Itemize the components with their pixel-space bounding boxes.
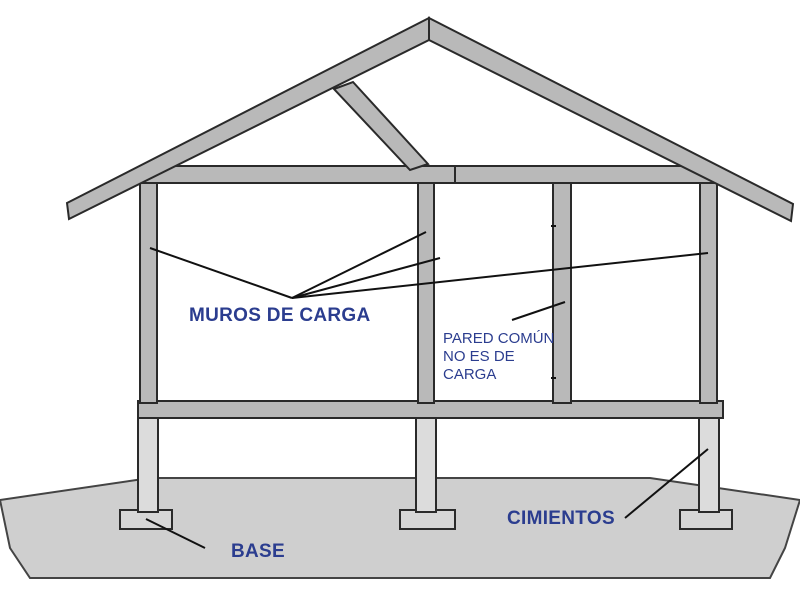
leader-to-right-post bbox=[624, 448, 709, 519]
pared-comun-line-1: PARED COMÚN bbox=[443, 330, 555, 347]
wall-partition bbox=[552, 182, 572, 404]
pared-comun-line-2: NO ES DE bbox=[443, 348, 515, 365]
wall-middle-bearing bbox=[417, 182, 435, 404]
leader-to-right-wall bbox=[291, 252, 709, 299]
leader-to-left-footing bbox=[145, 518, 206, 549]
leader-to-middle-wall-1 bbox=[291, 231, 427, 299]
post-left bbox=[137, 414, 159, 513]
ceiling-beam bbox=[139, 165, 718, 184]
cimientos-label: CIMIENTOS bbox=[507, 508, 615, 529]
base-label: BASE bbox=[231, 541, 285, 562]
post-middle bbox=[415, 414, 437, 513]
leader-to-partition bbox=[511, 301, 566, 321]
post-right bbox=[698, 414, 720, 513]
roof-brace bbox=[332, 80, 430, 172]
pared-comun-label: PARED COMÚN NO ES DE CARGA bbox=[443, 330, 554, 384]
muros-leader-lines bbox=[149, 231, 709, 299]
wall-left bbox=[139, 182, 158, 404]
wall-right bbox=[699, 182, 718, 404]
roof-right-rafter bbox=[428, 16, 795, 223]
leader-to-middle-wall-2 bbox=[291, 257, 441, 299]
muros-de-carga-label: MUROS DE CARGA bbox=[189, 305, 371, 326]
pared-comun-line-3: CARGA bbox=[443, 366, 497, 383]
leader-to-left-wall bbox=[149, 247, 293, 299]
